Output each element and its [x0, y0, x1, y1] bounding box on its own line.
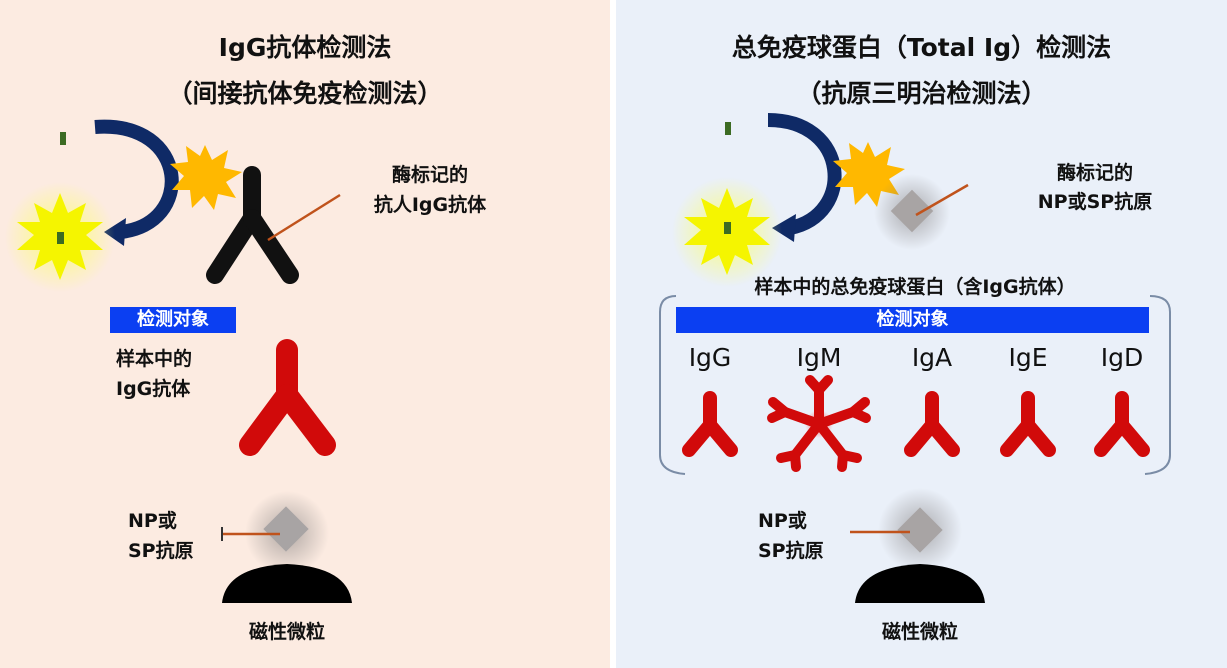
left-subtitle: （间接抗体免疫检测法） — [167, 79, 443, 108]
left-target-bar: 检测对象 — [110, 307, 236, 333]
iga-antibody-icon — [904, 391, 960, 457]
right-antigen-line1: NP或 — [758, 510, 807, 532]
left-sample-line1: 样本中的 — [116, 348, 193, 370]
ige-antibody-icon — [1000, 391, 1056, 457]
reaction-arrow-icon — [94, 119, 179, 239]
enzyme-label-pointer — [267, 193, 341, 242]
right-target-bar: 检测对象 — [676, 307, 1149, 333]
right-enzyme-label-line2: NP或SP抗原 — [1037, 191, 1153, 213]
reaction-arrow-icon-right — [767, 113, 842, 235]
reaction-arrowhead-icon — [104, 218, 126, 246]
product-marker-right — [724, 222, 731, 234]
right-subtitle: （抗原三明治检测法） — [796, 79, 1047, 108]
left-particle-label: 磁性微粒 — [248, 621, 325, 643]
left-enzyme-label-line2: 抗人IgG抗体 — [373, 194, 487, 216]
magnetic-particle-icon-right — [855, 564, 985, 603]
igg-antibody-icon — [682, 391, 738, 457]
right-antigen-line2: SP抗原 — [758, 540, 824, 562]
left-enzyme-label-line1: 酶标记的 — [391, 164, 468, 186]
ig-label-iga: IgA — [911, 343, 953, 372]
enzyme-burst-icon — [170, 145, 242, 210]
left-title: IgG抗体检测法 — [218, 33, 392, 62]
substrate-marker — [60, 132, 66, 145]
ig-label-ige: IgE — [1008, 343, 1048, 372]
magnetic-particle-icon — [222, 564, 352, 603]
right-sample-caption: 样本中的总免疫球蛋白（含IgG抗体） — [754, 276, 1076, 298]
ig-label-igm: IgM — [796, 343, 842, 372]
reaction-arrowhead-icon-right — [772, 214, 796, 242]
antigen-diamond-icon-right — [897, 507, 943, 553]
sample-igg-antibody-icon — [239, 339, 336, 456]
ig-label-igd: IgD — [1100, 343, 1144, 372]
anti-igg-antibody-icon — [206, 166, 299, 284]
left-sample-line2: IgG抗体 — [116, 378, 191, 400]
igd-antibody-icon — [1094, 391, 1150, 457]
left-antigen-line2: SP抗原 — [128, 540, 194, 562]
substrate-marker-right — [725, 122, 731, 135]
right-enzyme-label-line1: 酶标记的 — [1056, 162, 1133, 184]
left-antigen-line1: NP或 — [128, 510, 177, 532]
igm-pentamer-icon — [767, 375, 871, 472]
ig-label-igg: IgG — [688, 343, 732, 372]
enzyme-label-pointer-right — [915, 183, 969, 217]
right-title: 总免疫球蛋白（Total Ig）检测法 — [731, 33, 1112, 62]
right-particle-label: 磁性微粒 — [881, 621, 958, 643]
sample-bracket — [659, 295, 686, 475]
product-marker — [57, 232, 64, 244]
